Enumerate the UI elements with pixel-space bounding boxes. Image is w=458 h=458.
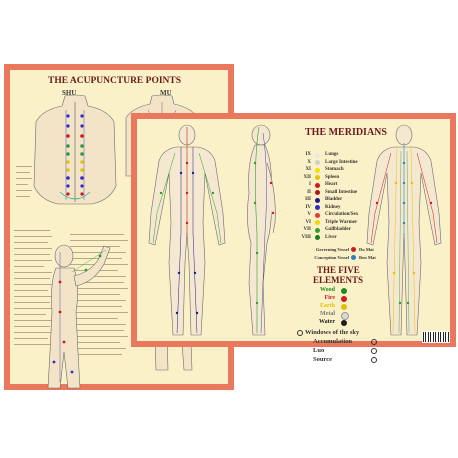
meridians-title: THE MERIDIANS [305,127,387,138]
meridian-name: Heart [325,182,338,187]
element-color-dot [341,320,347,326]
meridian-legend-row: VIII Liver [299,234,458,242]
meridian-number: VI [305,219,311,225]
meridian-name: Lungs [325,152,339,157]
meridian-color-dot [315,220,320,225]
meridian-color-dot [315,235,320,240]
meridian-number: IX [305,152,311,157]
element-name: Metal [320,311,335,317]
mu-column-label: MU [160,89,172,97]
element-color-dot [341,304,347,310]
element-color-dot [341,288,347,294]
meridian-number: VIII [301,234,311,240]
special-point-label: Source [313,356,333,363]
governing-vessel-label: Governing Vessel [315,247,349,252]
meridian-legend-row: IX Lungs [299,151,458,159]
shu-column-label: SHU [62,89,77,97]
meridian-color-dot [315,227,320,233]
meridian-name: Triple Warmer [325,219,358,225]
meridian-color-dot [315,152,320,158]
element-name: Fire [324,295,335,301]
element-color-dot [341,296,347,302]
element-name: Earth [320,303,335,309]
meridian-number: II [307,189,311,195]
conception-vessel-label: Conception Vessel [314,255,349,260]
meridian-legend-row: III Bladder [299,196,458,204]
element-name: Wood [319,287,335,293]
text-line [16,190,32,191]
meridian-name: Large Intestine [325,159,358,165]
text-line [16,166,32,167]
meridian-color-dot [315,205,320,210]
back-view-figure [148,124,226,336]
meridian-number: VII [303,227,311,232]
special-point-symbol [371,357,377,363]
meridian-color-dot [315,190,320,195]
special-point-label: Luo [313,347,325,354]
meridian-legend-row: II Small Intestine [299,189,458,197]
meridian-legend-row: V Circulation/Sex [299,211,458,219]
barcode [422,331,450,343]
lower-left-text-block [14,230,54,380]
five-elements-title-2: ELEMENTS [313,275,364,285]
meridian-color-dot [315,182,320,188]
meridian-number: V [307,212,311,217]
meridian-color-dot [315,197,320,203]
meridian-number: X [307,159,311,165]
meridian-legend-row: XI Stomach [299,166,458,174]
meridian-name: Kidney [325,204,341,210]
vessels-legend: Governing Vessel Du Mai Conception Vesse… [289,247,376,267]
meridian-number: III [305,197,311,202]
meridian-number: I [309,182,311,187]
text-line [16,178,32,179]
element-name: Water [319,319,335,325]
meridian-number: XI [305,167,311,172]
meridian-color-dot [315,175,320,180]
special-point-symbol [297,330,303,336]
meridian-number: IV [305,204,311,210]
side-view-figure [247,124,276,336]
five-elements-title-1: THE FIVE [317,265,360,275]
special-point-symbol [371,348,377,354]
back-torso-illustration [33,94,117,205]
meridian-color-dot [315,212,320,218]
front-view-figure [366,124,442,336]
meridian-name: Bladder [325,197,343,202]
conception-vessel-short: Ren Mai [359,255,376,260]
meridian-color-dot [315,167,320,173]
special-point-label: Windows of the sky [305,329,360,336]
text-line [16,184,28,185]
governing-vessel-dot [351,247,356,252]
governing-vessel-short: Du Mai [359,247,374,252]
acupuncture-points-title: THE ACUPUNCTURE POINTS [48,76,182,86]
meridian-name: Circulation/Sex [325,212,359,217]
meridian-legend-row: VI Triple Warmer [299,219,458,227]
conception-vessel-dot [351,255,356,260]
special-point-label: Accumulation [313,338,352,345]
meridian-number: XII [303,174,311,180]
meridian-legend-row: X Large Intestine [299,159,458,167]
meridian-name: Stomach [325,167,344,172]
side-figure-illustration [47,244,111,389]
meridian-legend-row: I Heart [299,181,458,189]
meridian-name: Spleen [325,174,340,180]
element-color-dot [341,312,349,320]
text-line [16,172,30,173]
meridian-color-dot [315,160,320,165]
meridian-name: Gallbladder [325,227,351,232]
text-line [16,196,30,197]
meridian-legend-row: VII Gallbladder [299,226,458,234]
meridian-legend-row: XII Spleen [299,174,458,182]
special-point-symbol [371,339,377,345]
meridian-name: Small Intestine [325,189,358,195]
meridian-name: Liver [325,234,337,240]
meridian-legend-row: IV Kidney [299,204,458,212]
